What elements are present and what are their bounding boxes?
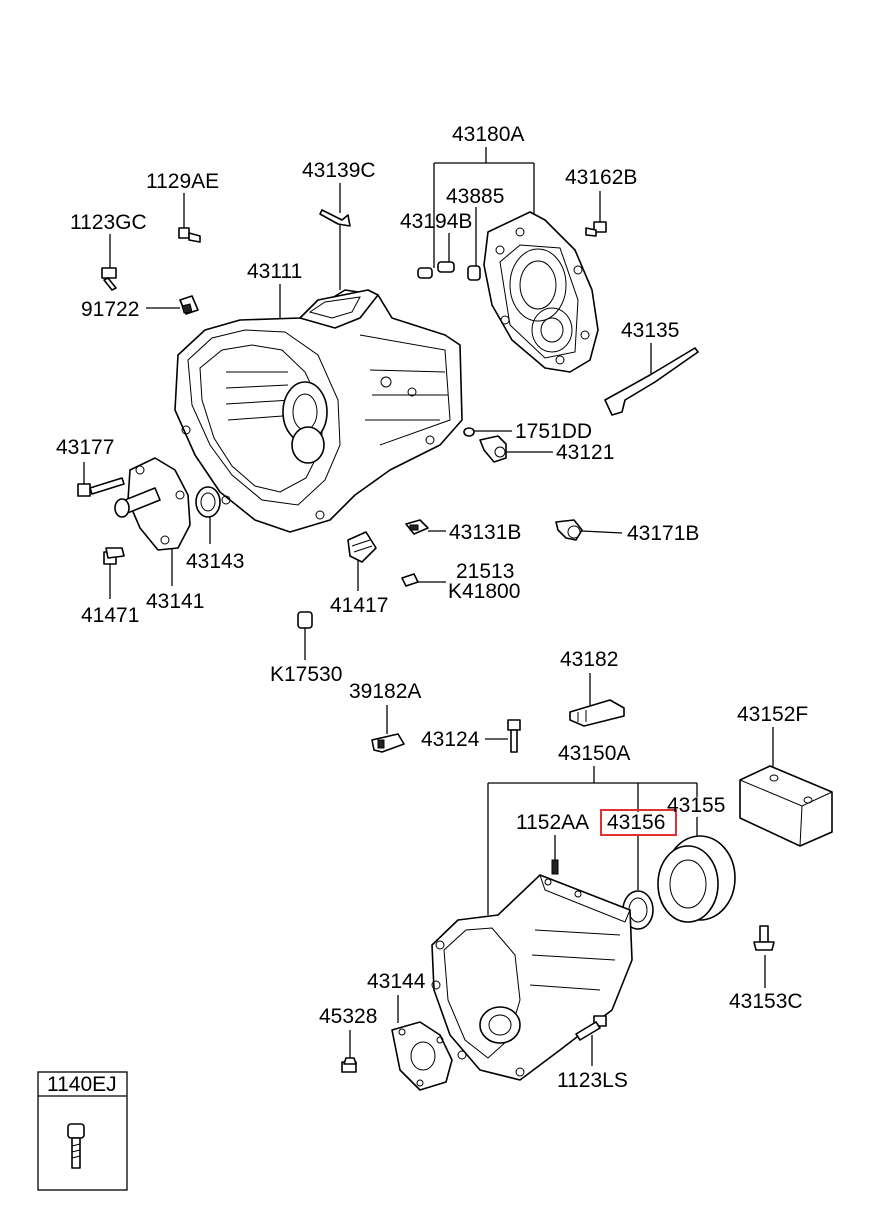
label-1129AE: 1129AE <box>146 170 219 193</box>
shim-43131B-part <box>405 519 429 535</box>
label-K41800: K41800 <box>448 580 520 603</box>
detail-box-1140EJ <box>37 1071 128 1191</box>
bolt-43153C-part <box>753 925 775 951</box>
bearing-retainer-43141-part <box>114 457 191 551</box>
label-1123GC: 1123GC <box>70 211 147 234</box>
label-39182A: 39182A <box>349 680 421 703</box>
highlight-box-43156 <box>600 809 677 836</box>
adapter-plate-part <box>483 211 599 373</box>
label-43139C: 43139C <box>302 159 376 182</box>
cover-43144-part <box>391 1021 453 1091</box>
label-K17530: K17530 <box>270 663 342 686</box>
label-43124: 43124 <box>421 728 480 751</box>
clip-39182A-part <box>371 733 405 753</box>
label-43180A: 43180A <box>452 123 524 146</box>
bolt-43162B-part <box>585 221 607 237</box>
bolt-1123LS-part <box>575 1015 607 1041</box>
part-labels: 43180A 43885 43162B 43139C 1129AE 43194B… <box>47 123 808 1096</box>
breather-43139C-part <box>319 209 351 227</box>
label-43155: 43155 <box>667 794 725 817</box>
clutch-housing-part <box>174 289 463 533</box>
label-43194B: 43194B <box>400 210 472 233</box>
bolt-43124-part <box>507 719 521 753</box>
stud-1152AA-part <box>551 859 559 875</box>
label-43111: 43111 <box>247 260 302 283</box>
label-91722: 91722 <box>81 298 139 321</box>
bolt-41471-part <box>103 547 125 565</box>
extension-housing-part <box>431 874 633 1081</box>
nut-21513-part <box>401 573 419 587</box>
bolt-1123GC-part <box>101 267 117 291</box>
label-41417: 41417 <box>330 594 388 617</box>
label-41471: 41471 <box>81 604 139 627</box>
plug-43121-part <box>479 435 507 463</box>
o-ring-1751DD-part <box>463 427 475 437</box>
label-1152AA: 1152AA <box>516 811 589 834</box>
label-43153C: 43153C <box>729 990 803 1013</box>
label-43121: 43121 <box>556 441 614 464</box>
plug-43171B-part <box>555 519 583 541</box>
label-43171B: 43171B <box>627 522 699 545</box>
label-43152F: 43152F <box>737 703 808 726</box>
label-43885: 43885 <box>446 185 504 208</box>
label-45328: 45328 <box>319 1005 377 1028</box>
bolt-45328-part <box>341 1057 357 1073</box>
label-43162B: 43162B <box>565 166 637 189</box>
label-43135: 43135 <box>621 319 679 342</box>
leader-lines <box>83 147 774 1066</box>
label-1751DD: 1751DD <box>515 420 592 443</box>
cover-41417-part <box>347 531 377 563</box>
label-43182: 43182 <box>560 648 618 671</box>
label-43141: 43141 <box>146 590 204 613</box>
label-1140EJ: 1140EJ <box>47 1073 117 1096</box>
bolt-K17530-part <box>297 611 313 629</box>
label-43143: 43143 <box>186 550 244 573</box>
bolt-1129AE-part <box>178 227 201 243</box>
label-43150A: 43150A <box>558 742 630 765</box>
label-43144: 43144 <box>367 970 426 993</box>
label-43131B: 43131B <box>449 521 521 544</box>
bracket-43182-part <box>569 699 625 727</box>
shift-rail-plate-part <box>604 347 699 416</box>
label-21513: 21513 <box>456 560 514 583</box>
bolt-43177-part <box>77 477 125 497</box>
dowel-pins-part <box>417 261 481 281</box>
clip-91722-part <box>179 295 199 315</box>
housing-43155-part <box>657 835 736 923</box>
oil-seal-43143-part <box>195 486 221 518</box>
label-1123LS: 1123LS <box>557 1069 628 1092</box>
label-43156: 43156 <box>607 811 665 834</box>
cover-43152F-part <box>739 765 833 847</box>
label-43177: 43177 <box>56 436 114 459</box>
